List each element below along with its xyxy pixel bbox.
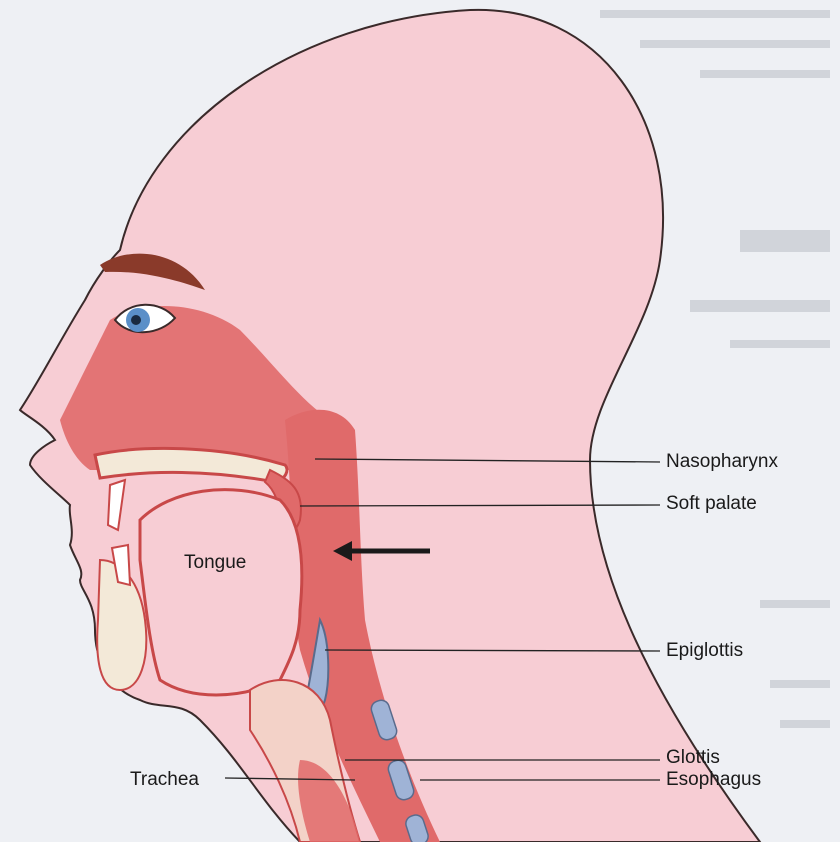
tongue-shape [140, 490, 302, 695]
label-epiglottis: Epiglottis [666, 641, 743, 660]
label-trachea: Trachea [130, 770, 199, 789]
label-tongue: Tongue [184, 553, 246, 572]
label-esophagus: Esophagus [666, 770, 761, 789]
label-nasopharynx: Nasopharynx [666, 452, 778, 471]
label-soft-palate: Soft palate [666, 494, 757, 513]
label-glottis: Glottis [666, 748, 720, 767]
